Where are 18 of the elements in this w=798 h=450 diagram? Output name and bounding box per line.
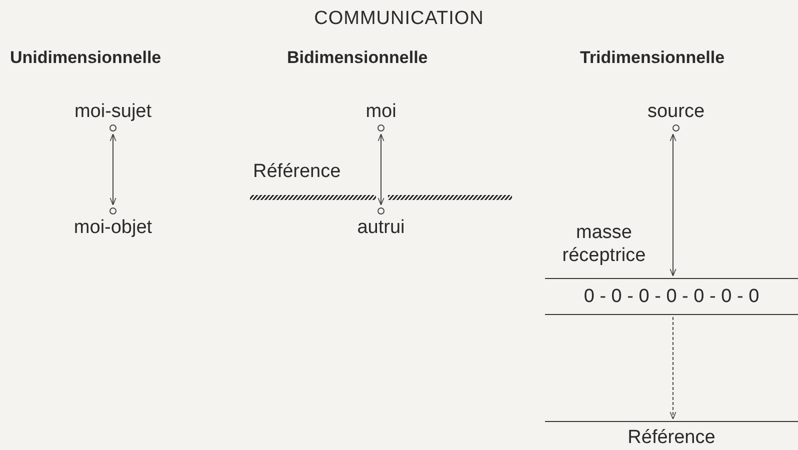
node-text: 0 - 0 - 0 - 0 - 0 - 0 - 0 [584, 285, 760, 308]
node-text: moi-objet [74, 216, 152, 239]
node-text: Référence [628, 426, 716, 449]
column-heading: Unidimensionnelle [10, 48, 162, 68]
diagram-title: COMMUNICATION [313, 8, 485, 30]
node-text: autrui [357, 216, 405, 239]
column-heading: Tridimensionnelle [580, 48, 725, 68]
node-text: moi [366, 100, 396, 123]
arrow [670, 134, 676, 276]
arrow [670, 316, 676, 420]
reference-label: Référence [253, 160, 341, 183]
node-text: source [647, 100, 705, 123]
sequence-band [545, 278, 798, 315]
arrow-label: masse réceptrice [561, 221, 647, 267]
arrow [378, 134, 384, 206]
column-heading: Bidimensionnelle [287, 48, 428, 68]
arrow [110, 134, 116, 206]
node-text: moi-sujet [74, 100, 152, 123]
